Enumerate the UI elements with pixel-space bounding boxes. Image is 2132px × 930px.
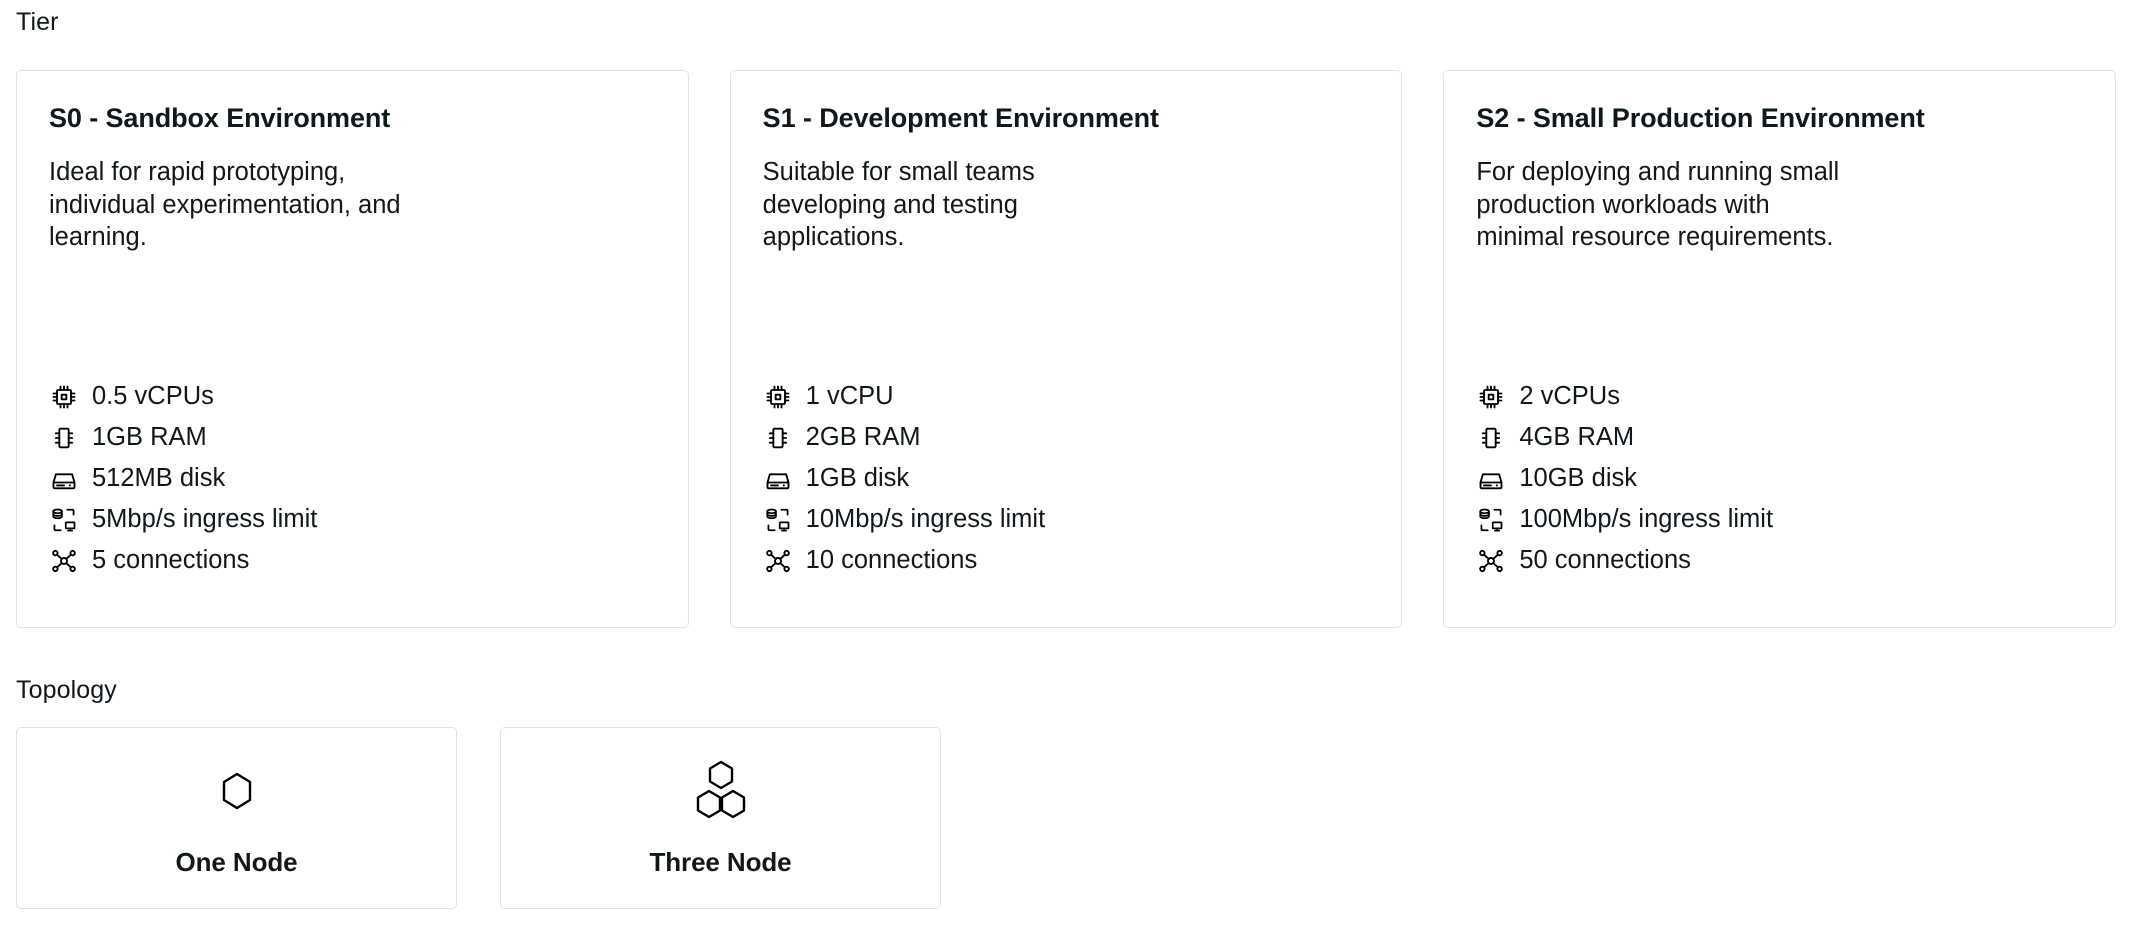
tier-card-title: S1 - Development Environment [762,103,1159,133]
topology-section-label: Topology [16,676,117,704]
disk-icon [763,464,793,494]
connections-icon [49,546,79,576]
disk-icon [49,464,79,494]
spec-text: 10GB disk [1519,463,1637,492]
spec-text: 4GB RAM [1519,422,1635,451]
tier-card-description: Suitable for small teams developing and … [762,158,1035,251]
spec-row: 50 connections [1476,544,2083,577]
tier-spec-list: 2 vCPUs 4GB RAM [1476,360,2083,601]
topology-card-three-node[interactable]: Three Node [500,727,941,909]
tier-card-s1[interactable]: S1 - Development Environment Suitable fo… [729,70,1403,628]
memory-icon [1476,423,1506,453]
cpu-icon [763,382,793,412]
topology-card-list: One Node Three Node [16,727,941,909]
spec-text: 5Mbp/s ingress limit [92,504,318,533]
spec-row: 1GB RAM [49,421,656,454]
triple-hexagon-icon [689,760,753,821]
spec-text: 2 vCPUs [1519,381,1620,410]
tier-card-title: S0 - Sandbox Environment [49,103,391,133]
spec-text: 10 connections [805,545,978,574]
spec-row: 0.5 vCPUs [49,380,656,413]
tier-card-description: Ideal for rapid prototyping, individual … [49,158,401,251]
spec-text: 1GB disk [805,463,910,492]
spec-row: 10 connections [763,544,1370,577]
tier-spec-list: 1 vCPU 2GB RAM [763,360,1370,601]
cpu-icon [1476,382,1506,412]
network-icon [763,505,793,535]
spec-row: 100Mbp/s ingress limit [1476,503,2083,536]
cpu-icon [49,382,79,412]
connections-icon [763,546,793,576]
spec-text: 1 vCPU [805,381,894,410]
topology-card-one-node[interactable]: One Node [16,727,457,909]
topology-card-label: One Node [175,847,298,877]
spec-row: 5 connections [49,544,656,577]
network-icon [49,505,79,535]
spec-text: 512MB disk [92,463,226,492]
spec-text: 10Mbp/s ingress limit [805,504,1046,533]
spec-text: 2GB RAM [805,422,921,451]
tier-card-title: S2 - Small Production Environment [1476,103,1925,133]
tier-card-s0[interactable]: S0 - Sandbox Environment Ideal for rapid… [16,70,689,628]
spec-row: 10GB disk [1476,462,2083,495]
spec-row: 5Mbp/s ingress limit [49,503,656,536]
tier-section-label: Tier [16,8,59,36]
spec-row: 4GB RAM [1476,421,2083,454]
spec-row: 1GB disk [763,462,1370,495]
tier-card-list: S0 - Sandbox Environment Ideal for rapid… [16,70,2117,628]
spec-text: 1GB RAM [92,422,207,451]
connections-icon [1476,546,1506,576]
network-icon [1476,505,1506,535]
spec-row: 10Mbp/s ingress limit [763,503,1370,536]
spec-text: 100Mbp/s ingress limit [1519,504,1774,533]
disk-icon [1476,464,1506,494]
spec-row: 2GB RAM [763,421,1370,454]
tier-spec-list: 0.5 vCPUs 1GB RAM [49,360,656,601]
spec-row: 512MB disk [49,462,656,495]
memory-icon [763,423,793,453]
spec-row: 1 vCPU [763,380,1370,413]
spec-text: 50 connections [1519,545,1691,574]
spec-text: 0.5 vCPUs [92,381,214,410]
spec-text: 5 connections [92,545,250,574]
single-hexagon-icon [220,761,254,821]
tier-card-s2[interactable]: S2 - Small Production Environment For de… [1443,70,2117,628]
topology-card-label: Three Node [649,847,792,877]
spec-row: 2 vCPUs [1476,380,2083,413]
memory-icon [49,423,79,453]
tier-card-description: For deploying and running small producti… [1476,158,1840,251]
